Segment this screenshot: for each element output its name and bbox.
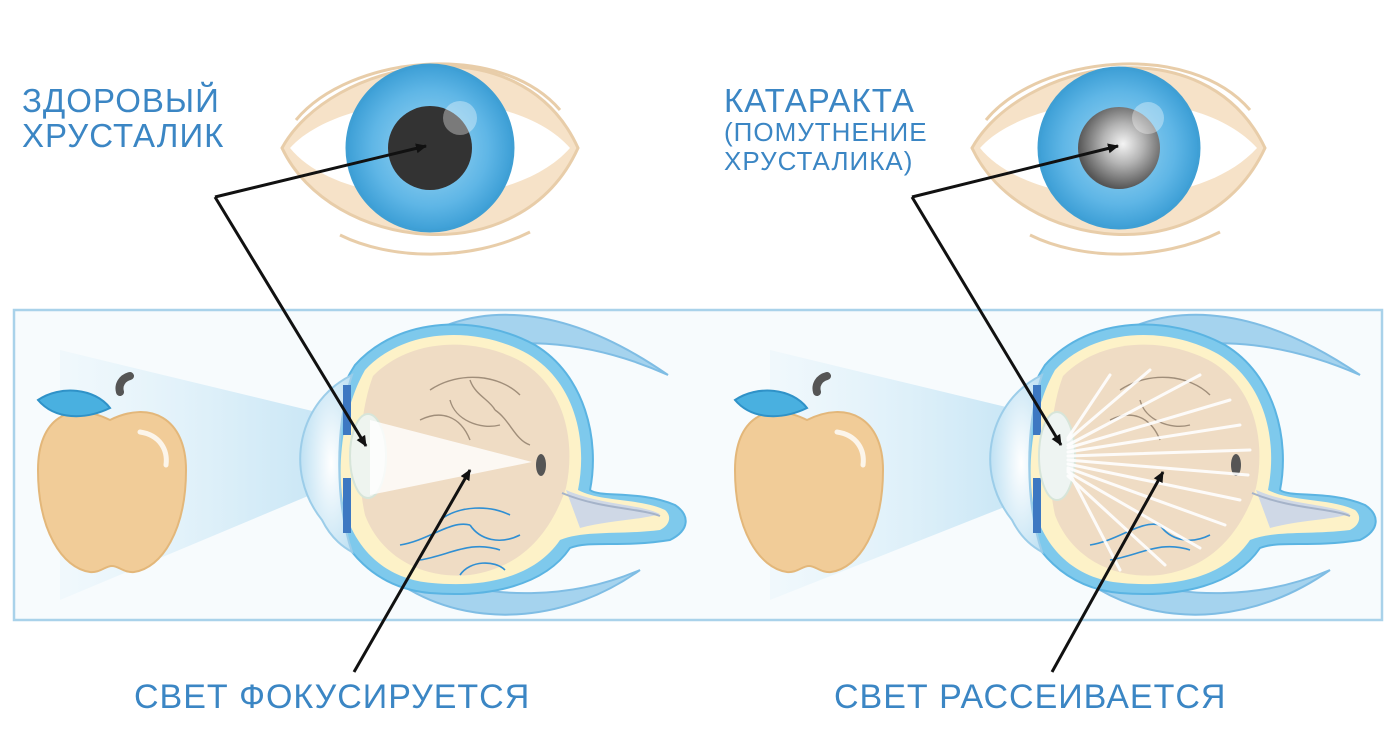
apple-icon	[36, 372, 188, 574]
cataract-label: КАТАРАКТА	[724, 82, 915, 119]
cataract-subtitle-label: (ПОМУТНЕНИЕ ХРУСТАЛИКА)	[724, 117, 928, 177]
arrow-to-healthy-pupil	[214, 143, 427, 199]
light-focuses-label: СВЕТ ФОКУСИРУЕТСЯ	[134, 678, 531, 716]
light-scatters-label: СВЕТ РАССЕИВАЕТСЯ	[834, 678, 1227, 716]
healthy-lens-label: ЗДОРОВЫЙ ХРУСТАЛИК	[22, 82, 225, 154]
apple-icon	[733, 372, 885, 574]
arrow-to-cataract-lens	[910, 196, 1063, 446]
arrow-focus-point	[352, 469, 472, 673]
eye-front-healthy-icon	[280, 62, 580, 256]
arrow-scatter-point	[1050, 471, 1165, 673]
pointer-arrows	[213, 143, 1165, 673]
arrow-to-healthy-lens	[213, 196, 368, 447]
arrow-to-cataract-pupil	[911, 143, 1119, 199]
eye-front-cataract-icon	[970, 62, 1267, 256]
